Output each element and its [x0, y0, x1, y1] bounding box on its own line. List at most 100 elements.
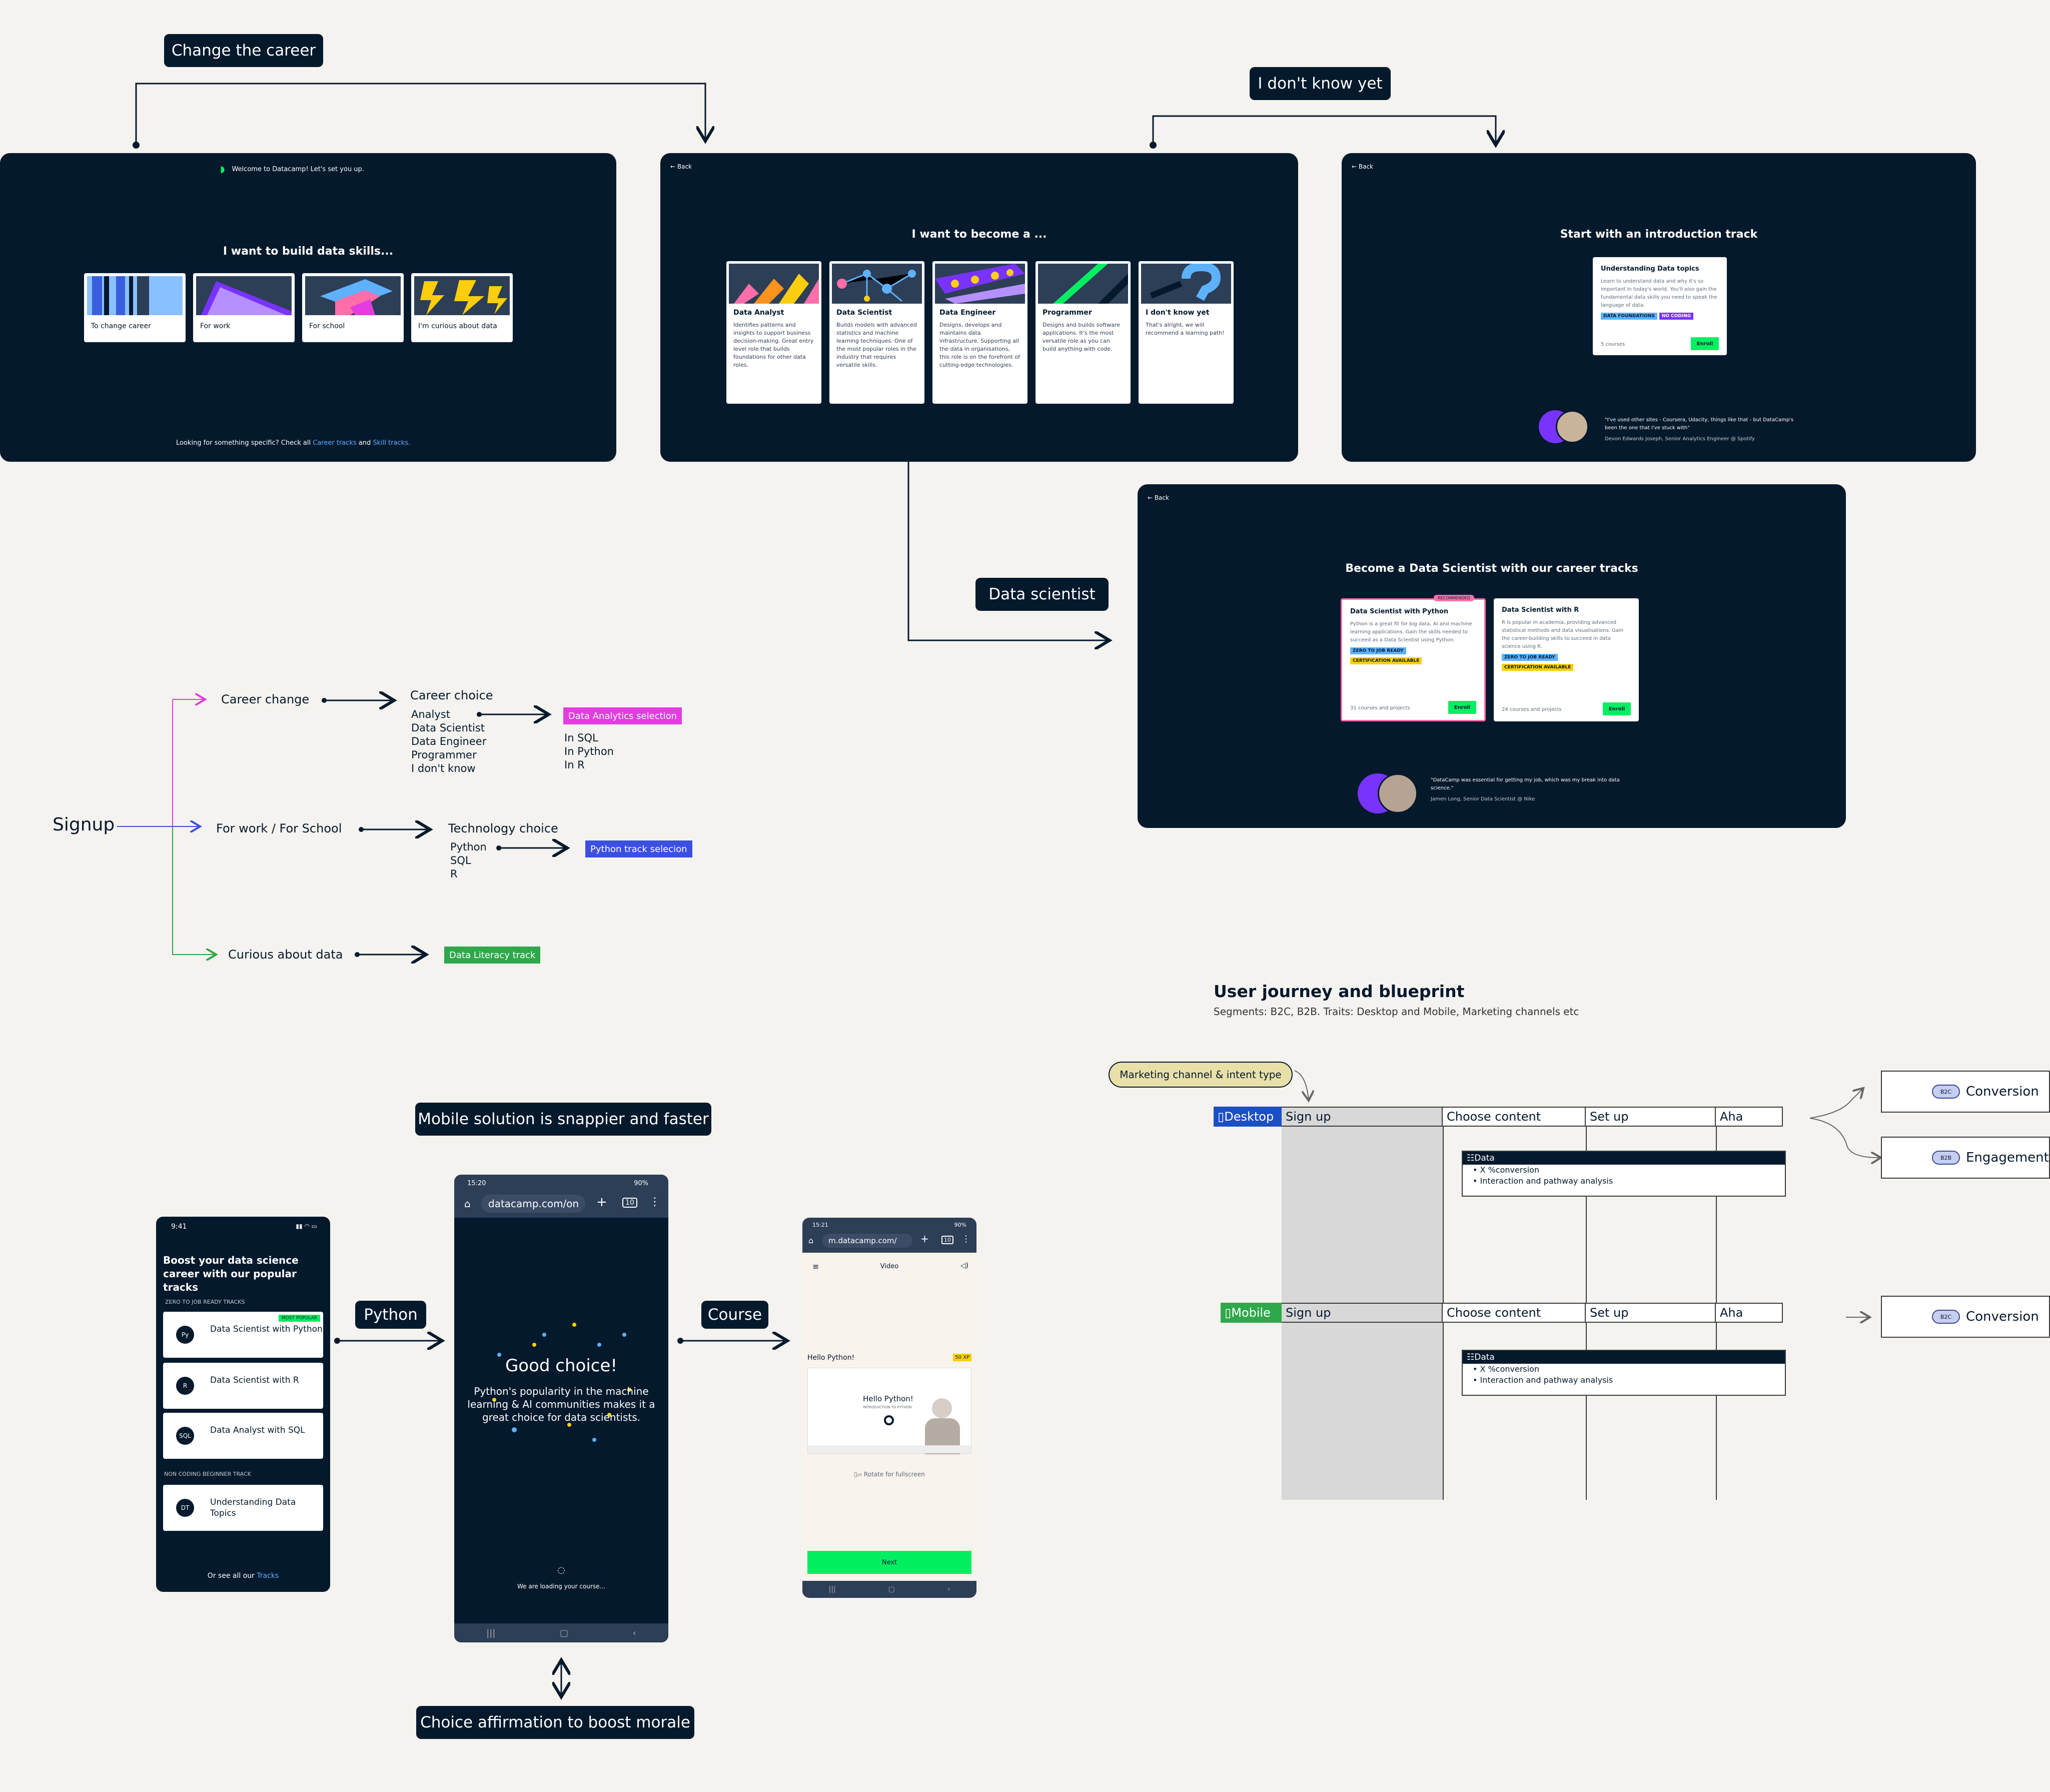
data-icon: ☷ [1467, 1153, 1475, 1163]
option-label: I'm curious about data [418, 322, 497, 330]
tabs-icon[interactable]: 10 [941, 1236, 953, 1244]
role-card-data-scientist[interactable]: Data Scientist Builds models with advanc… [829, 261, 924, 404]
option-change-career[interactable]: To change career [84, 273, 186, 342]
back-button[interactable]: ← Back [670, 163, 692, 170]
tag-label: Mobile solution is snappier and faster [418, 1110, 709, 1128]
section-label: NON CODING BEGINNER TRACK [164, 1471, 251, 1477]
testimonial: "I've used other sites - Coursera, Udaci… [1605, 416, 1805, 443]
track-card-r[interactable]: Data Scientist with R R is popular in ac… [1494, 598, 1639, 721]
speaker-icon[interactable]: ◁) [960, 1262, 968, 1270]
segment-badge: B2C [1932, 1085, 1960, 1099]
status-battery: 90% [634, 1180, 648, 1187]
loading-spinner-icon: ◌ [557, 1565, 565, 1575]
recent-apps-icon[interactable]: ||| [828, 1585, 836, 1593]
role-illustration [832, 264, 922, 304]
intro-title: Start with an introduction track [1560, 228, 1758, 241]
enroll-button[interactable]: Enroll [1448, 701, 1476, 714]
status-time: 9:41 [171, 1223, 187, 1231]
skill-tracks-link[interactable]: Skill tracks. [373, 439, 411, 447]
r-icon: R [176, 1377, 194, 1395]
option-illustration [87, 276, 183, 315]
intro-track-card[interactable]: Understanding Data topics Learn to under… [1593, 257, 1727, 355]
video-controls[interactable] [808, 1445, 971, 1453]
option-label: For school [309, 322, 345, 330]
track-card-python[interactable]: RECOMMENDED Data Scientist with Python P… [1341, 595, 1486, 721]
option-curious[interactable]: I'm curious about data [411, 273, 513, 342]
option-for-school[interactable]: For school [302, 273, 404, 342]
home-icon[interactable]: ⌂ [808, 1236, 814, 1245]
role-card-programmer[interactable]: Programmer Designs and builds software a… [1036, 261, 1131, 404]
role-name: Data Engineer [939, 309, 996, 317]
data-title: Data [1474, 1352, 1495, 1362]
track-desc: Learn to understand data and why it's so… [1601, 279, 1717, 308]
hamburger-icon[interactable]: ≡ [812, 1262, 819, 1271]
stage-setup: Set up [1586, 1107, 1716, 1127]
role-illustration [1038, 264, 1128, 304]
track-r[interactable]: R Data Scientist with R [163, 1363, 323, 1409]
new-tab-icon[interactable]: + [920, 1233, 929, 1245]
quote-author: Jamen Long, Senior Data Scientist @ Nike [1431, 796, 1535, 802]
tag-change-career: Change the career [164, 34, 323, 67]
track-count: 31 courses and projects [1350, 705, 1410, 711]
back-button[interactable]: ← Back [1352, 163, 1374, 170]
list-item: Programmer [411, 749, 477, 761]
new-tab-icon[interactable]: + [596, 1195, 607, 1210]
home-nav-icon[interactable]: ▢ [888, 1585, 895, 1593]
ds-tracks-screen: ← Back Become a Data Scientist with our … [1138, 484, 1846, 828]
url-bar[interactable]: m.datacamp.com/ [822, 1234, 912, 1248]
tag-python: Python [355, 1301, 426, 1329]
stage-aha: Aha [1716, 1303, 1783, 1323]
list-item: R [450, 868, 458, 880]
home-icon[interactable]: ⌂ [464, 1198, 471, 1210]
next-button[interactable]: Next [807, 1551, 971, 1574]
tag-data-scientist: Data scientist [975, 578, 1109, 611]
play-icon[interactable] [884, 1415, 894, 1425]
datacamp-logo-icon: ◗ [220, 164, 225, 175]
back-nav-icon[interactable]: ‹ [632, 1627, 636, 1638]
track-title: Data Scientist with Python [1350, 608, 1449, 615]
data-item: Interaction and pathway analysis [1480, 1375, 1613, 1385]
role-cards: Data Analyst Identifies patterns and ins… [726, 261, 1237, 406]
back-nav-icon[interactable]: ‹ [947, 1585, 950, 1593]
menu-icon[interactable]: ⋮ [961, 1234, 970, 1244]
enroll-button[interactable]: Enroll [1691, 337, 1719, 350]
confetti [492, 1323, 631, 1442]
badge-certification: CERTIFICATION AVAILABLE [1350, 657, 1422, 664]
role-card-data-engineer[interactable]: Data Engineer Designs, develops and main… [932, 261, 1028, 404]
tag-label: Choice affirmation to boost morale [420, 1713, 690, 1731]
track-data-topics[interactable]: DT Understanding Data Topics [163, 1485, 323, 1531]
role-desc: That's alright, we will recommend a lear… [1146, 322, 1225, 336]
option-label: To change career [91, 322, 151, 330]
intro-track-screen: ← Back Start with an introduction track … [1342, 153, 1976, 462]
recommended-badge: RECOMMENDED [1434, 595, 1474, 601]
url-bar[interactable]: datacamp.com/on [481, 1195, 585, 1213]
recent-apps-icon[interactable]: ||| [486, 1627, 496, 1638]
back-button[interactable]: ← Back [1148, 494, 1170, 501]
track-title: Data Scientist with R [1502, 606, 1579, 614]
tabs-icon[interactable]: 10 [622, 1198, 637, 1208]
enroll-button[interactable]: Enroll [1603, 702, 1631, 715]
option-for-work[interactable]: For work [193, 273, 295, 342]
welcome-footer: Looking for something specific? Check al… [176, 439, 410, 447]
role-illustration [1141, 264, 1231, 304]
literacy-pill: Data Literacy track [444, 947, 541, 964]
python-icon: Py [176, 1326, 194, 1344]
tag-label: Change the career [171, 42, 316, 60]
status-battery: 90% [954, 1222, 966, 1228]
track-python[interactable]: MOST POPULAR Py Data Scientist with Pyth… [163, 1312, 323, 1358]
desktop-label: ▯ Desktop [1214, 1107, 1282, 1127]
track-sql[interactable]: SQL Data Analyst with SQL [163, 1413, 323, 1459]
video-player[interactable]: Hello Python! INTRODUCTION TO PYTHON [807, 1368, 971, 1454]
footer-text: Or see all our [207, 1572, 257, 1580]
menu-icon[interactable]: ⋮ [649, 1196, 660, 1208]
ds-title: Become a Data Scientist with our career … [1345, 562, 1638, 575]
welcome-screen: ◗ Welcome to Datacamp! Let's set you up.… [0, 153, 616, 462]
role-card-dont-know[interactable]: I don't know yet That's alright, we will… [1139, 261, 1234, 404]
tracks-link[interactable]: Tracks [257, 1572, 279, 1580]
sql-icon: SQL [176, 1427, 194, 1445]
home-nav-icon[interactable]: ▢ [559, 1627, 568, 1638]
career-tracks-link[interactable]: Career tracks [313, 439, 357, 447]
avatar [1556, 410, 1589, 443]
role-card-data-analyst[interactable]: Data Analyst Identifies patterns and ins… [726, 261, 821, 404]
